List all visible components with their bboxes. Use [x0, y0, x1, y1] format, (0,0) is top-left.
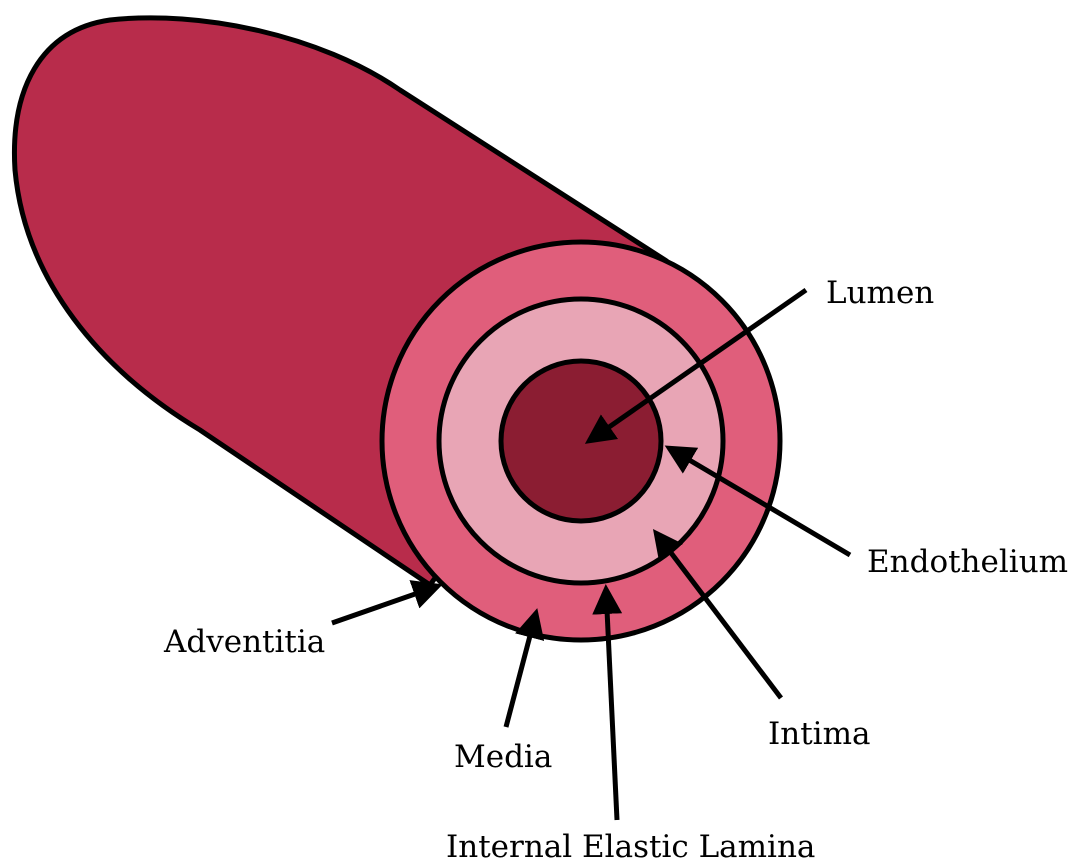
adventitia-arrow	[332, 586, 438, 623]
endothelium-label: Endothelium	[867, 544, 1068, 580]
lumen-label: Lumen	[826, 275, 934, 311]
intima-label: Intima	[768, 716, 870, 752]
internal-elastic-lamina-label: Internal Elastic Lamina	[446, 829, 815, 862]
media-label: Media	[454, 739, 552, 775]
adventitia-label: Adventitia	[163, 624, 325, 660]
lumen-circle	[501, 361, 661, 521]
